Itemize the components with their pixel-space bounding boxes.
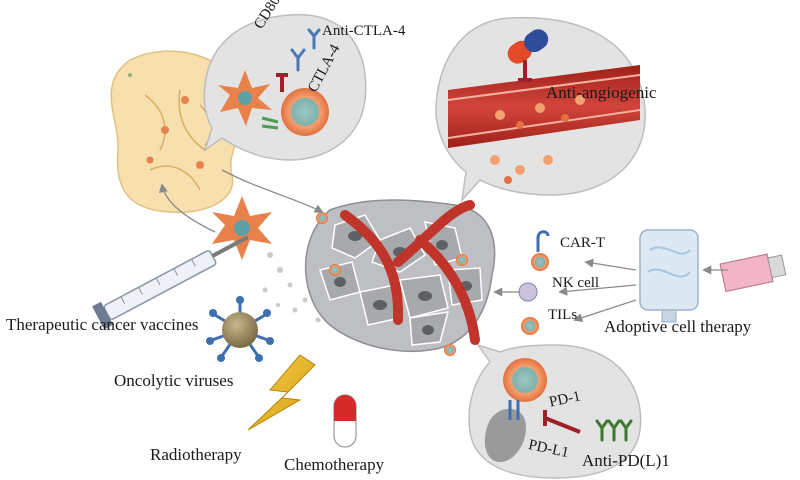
antibody-icon [595,419,633,442]
iv-bag-icon [639,229,699,323]
lightning-icon [247,354,316,431]
virus-icon [206,296,274,362]
label-anti-pdl1: Anti-PD(L)1 [582,451,670,470]
label-radiotherapy: Radiotherapy [150,445,242,464]
pill-icon [507,29,549,64]
label-anti-angiogenic: Anti-angiogenic [546,83,657,102]
til-cell-icon [521,317,539,335]
dendritic-cell-icon [218,70,272,126]
anti-angiogenic-bubble [435,16,646,203]
t-cell-icon [281,88,329,136]
chemotherapy-pill-icon [333,394,357,448]
label-adoptive-cell-therapy: Adoptive cell therapy [604,317,752,336]
label-car-t: CAR-T [560,235,605,251]
nk-cell-icon [518,282,538,302]
dendritic-cell-icon [212,196,272,260]
t-cell-icon [503,358,547,402]
ctla4-bubble [203,13,367,161]
label-anti-ctla4: Anti-CTLA-4 [322,23,406,39]
pd1-bubble [468,343,642,479]
label-tils: TILs [548,307,578,323]
cell-flask-icon [719,253,787,293]
antibody-icon [290,28,321,72]
label-therapeutic-cancer-vaccines: Therapeutic cancer vaccines [6,315,199,334]
label-nk-cell: NK cell [552,275,600,291]
label-chemotherapy: Chemotherapy [284,455,385,474]
tumor-mass [262,199,496,356]
label-oncolytic-viruses: Oncolytic viruses [114,371,234,390]
car-t-cell-icon [531,230,550,271]
connector-arrows [158,169,728,323]
syringe-icon [92,235,249,330]
